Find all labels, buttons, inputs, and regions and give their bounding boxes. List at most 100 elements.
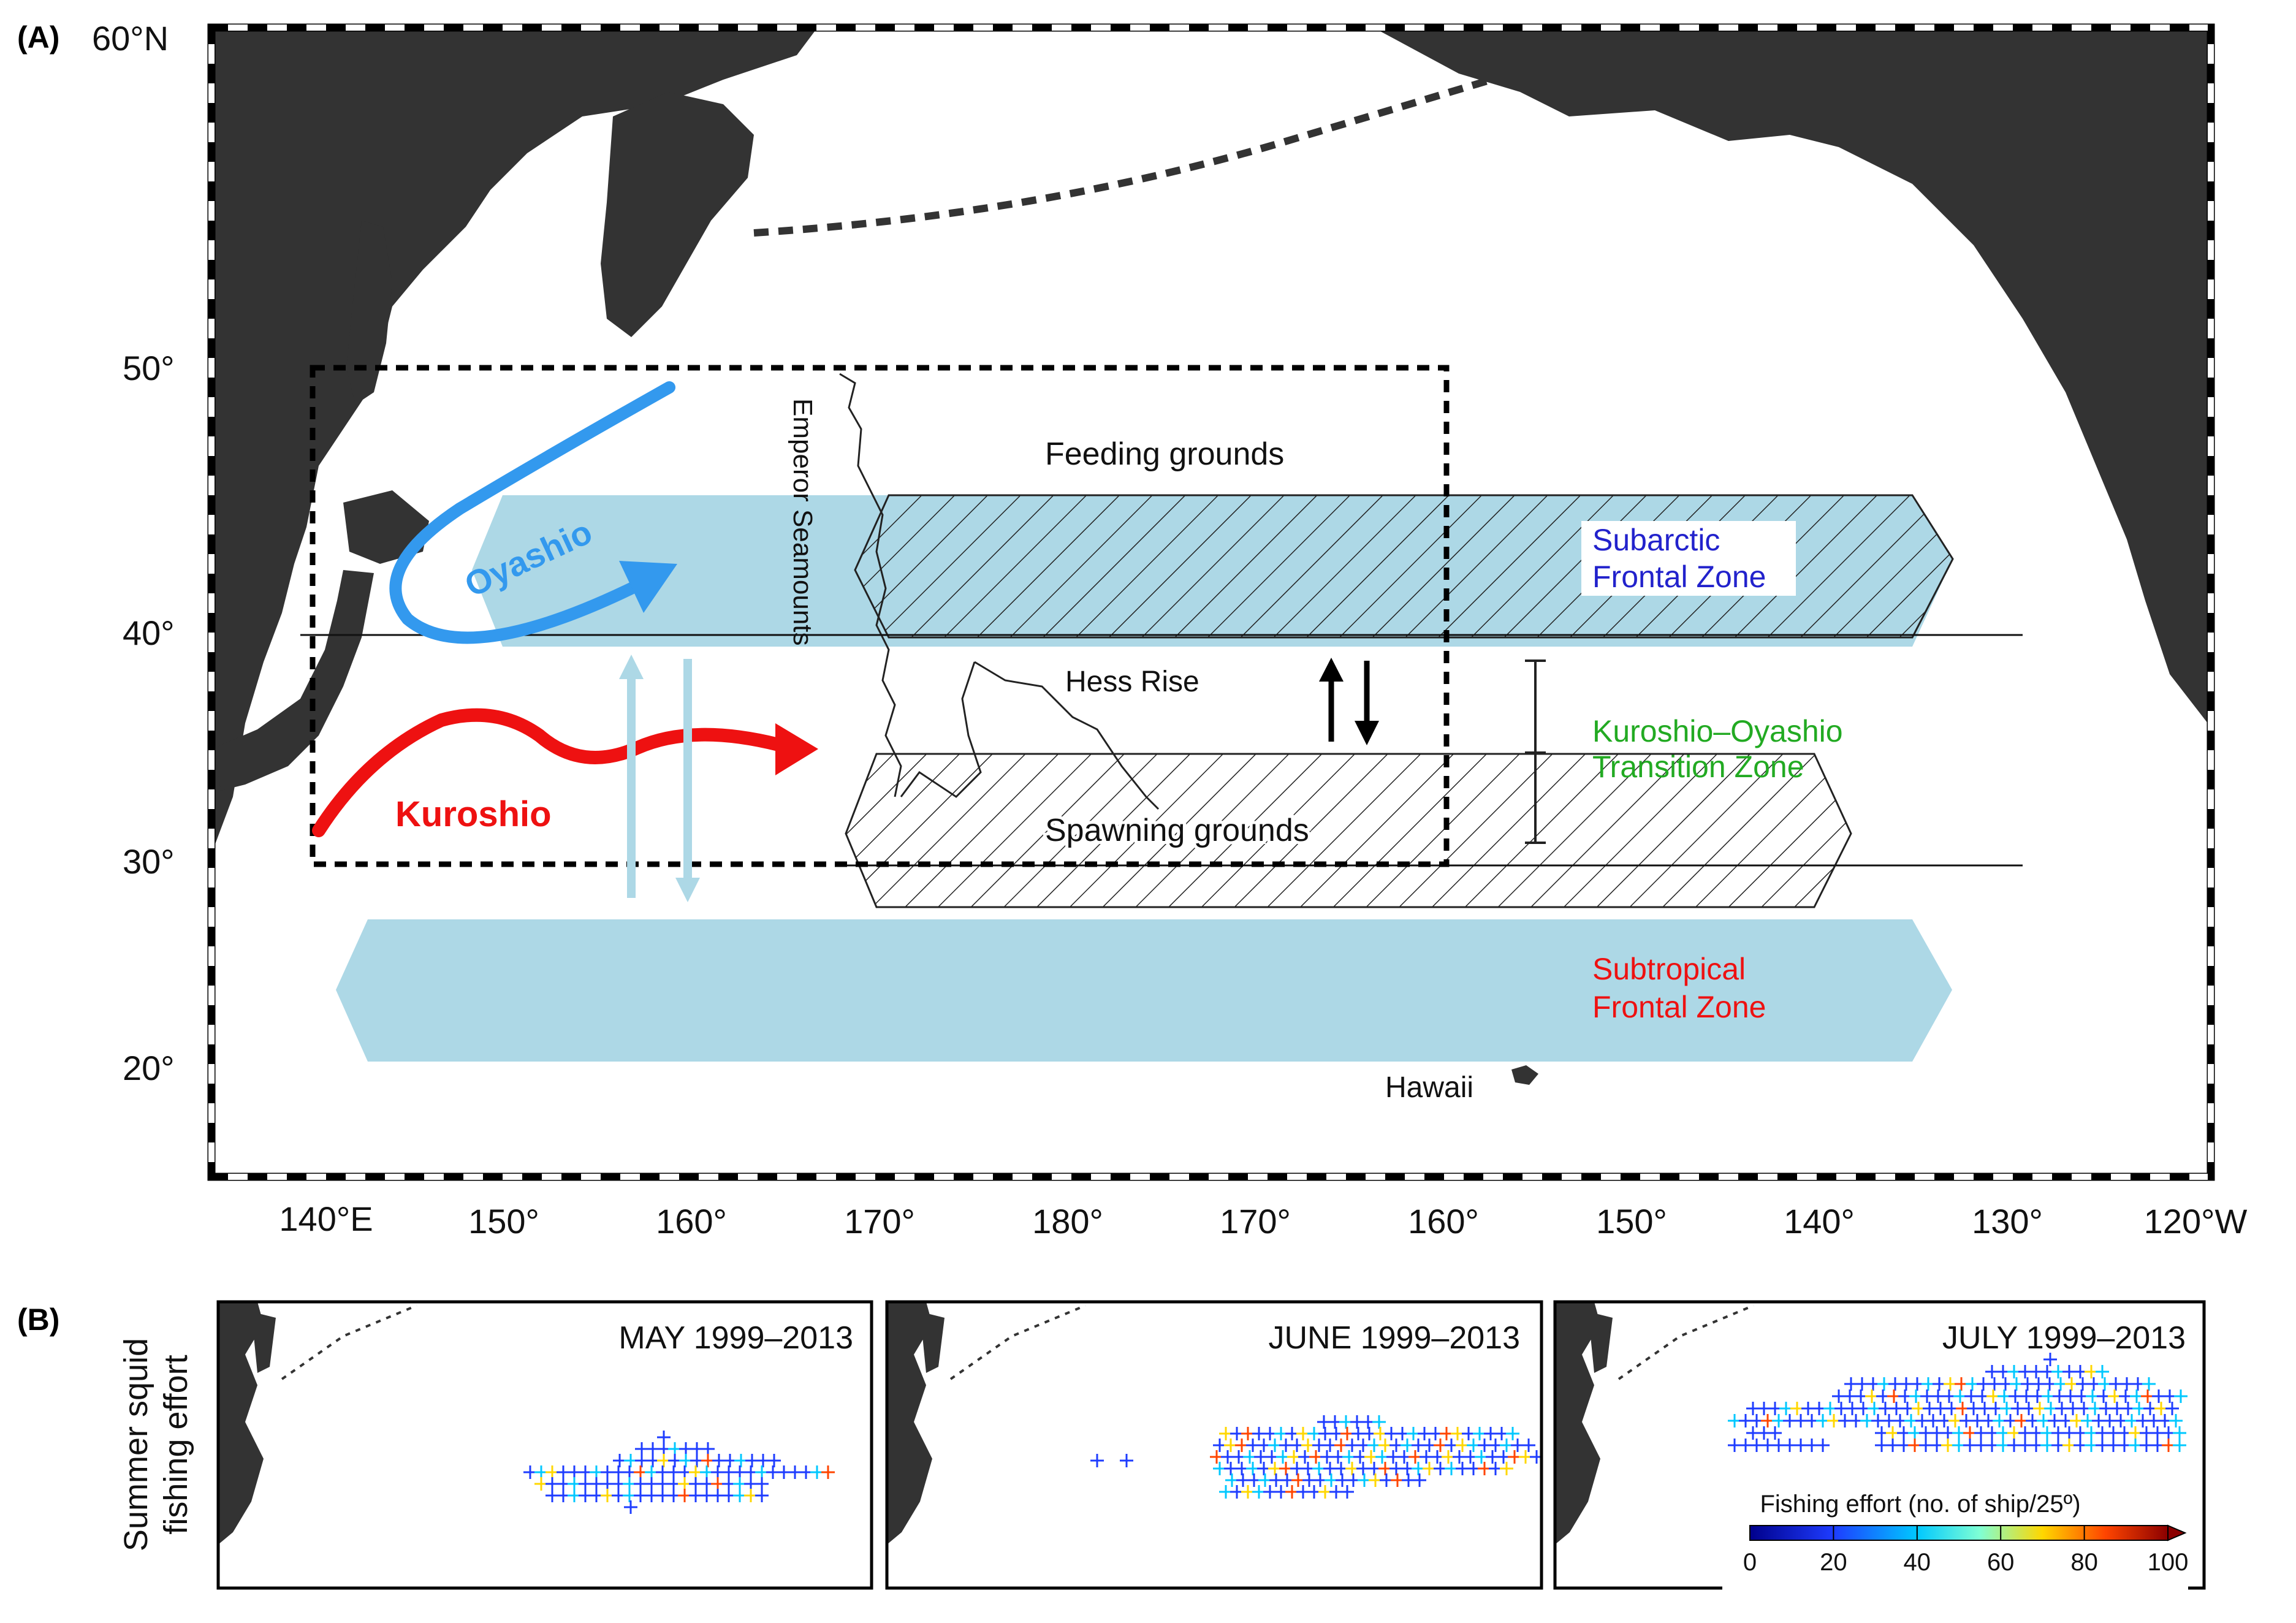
land-north-america bbox=[1379, 31, 2208, 723]
lon-label-150w: 150° bbox=[1596, 1202, 1667, 1241]
colorbar-gradient bbox=[1749, 1525, 2169, 1541]
feeding-grounds-label: Feeding grounds bbox=[1045, 436, 1284, 472]
colorbar-ticks: 0 20 40 60 80 100 bbox=[1743, 1526, 2189, 1576]
subpanel-june: JUNE 1999–2013 bbox=[885, 1300, 1543, 1590]
lon-label-120w: 120°W bbox=[2144, 1202, 2248, 1241]
effort-marker bbox=[657, 1431, 671, 1444]
land-sakhalin bbox=[346, 221, 392, 405]
effort-marker bbox=[2165, 1402, 2179, 1415]
kuroshio-current-arrow bbox=[312, 708, 785, 837]
effort-marker bbox=[2142, 1377, 2156, 1391]
effort-marker bbox=[1340, 1485, 1354, 1499]
effort-marker bbox=[1120, 1454, 1133, 1467]
emperor-seamounts-outline bbox=[839, 373, 902, 797]
southward-migration-arrowhead bbox=[675, 878, 700, 902]
effort-marker bbox=[2096, 1365, 2109, 1378]
hess-rise-label: Hess Rise bbox=[1065, 666, 1199, 698]
subpanel-july-title: JULY 1999–2013 bbox=[1942, 1320, 2186, 1356]
northward-migration-arrowhead bbox=[619, 655, 644, 679]
lat-label-20: 20° bbox=[123, 1049, 175, 1087]
land-japan bbox=[215, 570, 374, 791]
fishing-effort-colorbar: Fishing effort (no. of ship/25º) 0 20 40 60… bbox=[1722, 1483, 2188, 1591]
lon-label-140w: 140° bbox=[1784, 1202, 1855, 1241]
colorbar-tick-label: 60 bbox=[1987, 1549, 2015, 1576]
colorbar-title: Fishing effort (no. of ship/25º) bbox=[1760, 1491, 2080, 1518]
map-area: Oyashio Kuroshio Emperor Seamounts Feedi… bbox=[215, 31, 2208, 1174]
effort-marker bbox=[624, 1500, 637, 1514]
subarctic-label-line2: Frontal Zone bbox=[1592, 560, 1766, 594]
lat-label-40: 40° bbox=[123, 614, 175, 652]
effort-marker bbox=[1522, 1439, 1535, 1452]
lon-label-140e: 140°E bbox=[279, 1199, 373, 1238]
effort-marker bbox=[1768, 1426, 1782, 1440]
lon-label-170w: 170° bbox=[1220, 1202, 1291, 1241]
lon-label-150e: 150° bbox=[468, 1202, 539, 1241]
panel-b-label: (B) bbox=[17, 1302, 59, 1337]
effort-marker bbox=[2169, 1414, 2183, 1427]
subtropical-frontal-zone-band bbox=[336, 919, 1952, 1062]
land-aleutians bbox=[753, 45, 1595, 237]
black-up-arrowhead bbox=[1319, 658, 1344, 682]
hawaii-label: Hawaii bbox=[1385, 1071, 1473, 1104]
subpanel-july-coast bbox=[1617, 1304, 1754, 1380]
panel-b-ylabel-line2: fishing effort bbox=[158, 1355, 194, 1534]
latitude-labels: 60°N 50° 40° 30° 20° bbox=[92, 19, 175, 1087]
effort-marker bbox=[1413, 1473, 1426, 1487]
transition-zone-bracket bbox=[1525, 659, 1546, 844]
panel-b-ylabel-line1: Summer squid bbox=[118, 1338, 154, 1551]
effort-marker bbox=[767, 1454, 781, 1467]
effort-marker bbox=[755, 1489, 769, 1502]
hess-rise-outline bbox=[900, 661, 1160, 810]
oyashio-arrowhead bbox=[619, 561, 677, 613]
colorbar-tick-label: 20 bbox=[1820, 1549, 1847, 1576]
subpanel-june-land bbox=[887, 1302, 945, 1545]
effort-marker bbox=[755, 1477, 769, 1491]
black-down-arrowhead bbox=[1355, 721, 1379, 745]
lon-label-180: 180° bbox=[1032, 1202, 1103, 1241]
subpanel-july-effort-marks bbox=[1728, 1353, 2188, 1452]
panel-b-fishing-effort: (B) Summer squid fishing effort MAY 1999… bbox=[17, 1300, 2206, 1591]
subpanel-may-effort-marks bbox=[523, 1431, 835, 1514]
subtropical-label-line1: Subtropical bbox=[1592, 952, 1746, 986]
panel-a-map: (A) bbox=[17, 19, 2247, 1241]
emperor-seamounts-label: Emperor Seamounts bbox=[788, 398, 818, 646]
effort-marker bbox=[2173, 1426, 2186, 1440]
ko-transition-label-line1: Kuroshio–Oyashio bbox=[1592, 714, 1843, 748]
effort-marker bbox=[701, 1442, 715, 1456]
lon-label-130w: 130° bbox=[1972, 1202, 2043, 1241]
lon-label-160e: 160° bbox=[656, 1202, 727, 1241]
effort-marker bbox=[1816, 1439, 1830, 1452]
subpanel-may: MAY 1999–2013 bbox=[216, 1300, 873, 1590]
effort-marker bbox=[2174, 1389, 2188, 1403]
spawning-grounds-label: Spawning grounds bbox=[1045, 813, 1309, 848]
subpanel-july-land bbox=[1555, 1302, 1613, 1545]
effort-marker bbox=[1500, 1462, 1513, 1475]
effort-marker bbox=[2173, 1439, 2186, 1452]
colorbar-tick-label: 100 bbox=[2148, 1549, 2189, 1576]
subpanel-june-title: JUNE 1999–2013 bbox=[1268, 1320, 1520, 1356]
colorbar-tick-label: 80 bbox=[2070, 1549, 2098, 1576]
lon-label-160w: 160° bbox=[1408, 1202, 1479, 1241]
colorbar-tick-label: 40 bbox=[1904, 1549, 1931, 1576]
lat-label-50: 50° bbox=[123, 349, 175, 387]
subpanel-june-coast bbox=[949, 1304, 1086, 1380]
subpanel-may-land bbox=[218, 1302, 276, 1545]
panel-a-label: (A) bbox=[17, 20, 59, 55]
lat-label-60n: 60°N bbox=[92, 19, 169, 58]
subtropical-label-line2: Frontal Zone bbox=[1592, 990, 1766, 1024]
spawning-hatch-area bbox=[845, 753, 1852, 908]
subpanel-june-effort-marks bbox=[1090, 1415, 1541, 1499]
land-hawaii bbox=[1511, 1065, 1538, 1085]
subpanel-july: JULY 1999–2013 bbox=[1553, 1300, 2206, 1590]
effort-marker bbox=[821, 1465, 835, 1479]
longitude-labels: 140°E 150° 160° 170° 180° 170° 160° 150°… bbox=[279, 1199, 2247, 1241]
map-frame bbox=[207, 23, 2215, 1181]
ko-transition-label-line2: Transition Zone bbox=[1592, 750, 1804, 784]
colorbar-tick-label: 0 bbox=[1743, 1549, 1757, 1576]
effort-marker bbox=[1506, 1427, 1519, 1440]
subpanel-may-coast bbox=[281, 1304, 417, 1380]
oyashio-current-arrow bbox=[389, 381, 675, 644]
land-kamchatka bbox=[601, 92, 754, 337]
subarctic-label-bg bbox=[1581, 521, 1796, 596]
